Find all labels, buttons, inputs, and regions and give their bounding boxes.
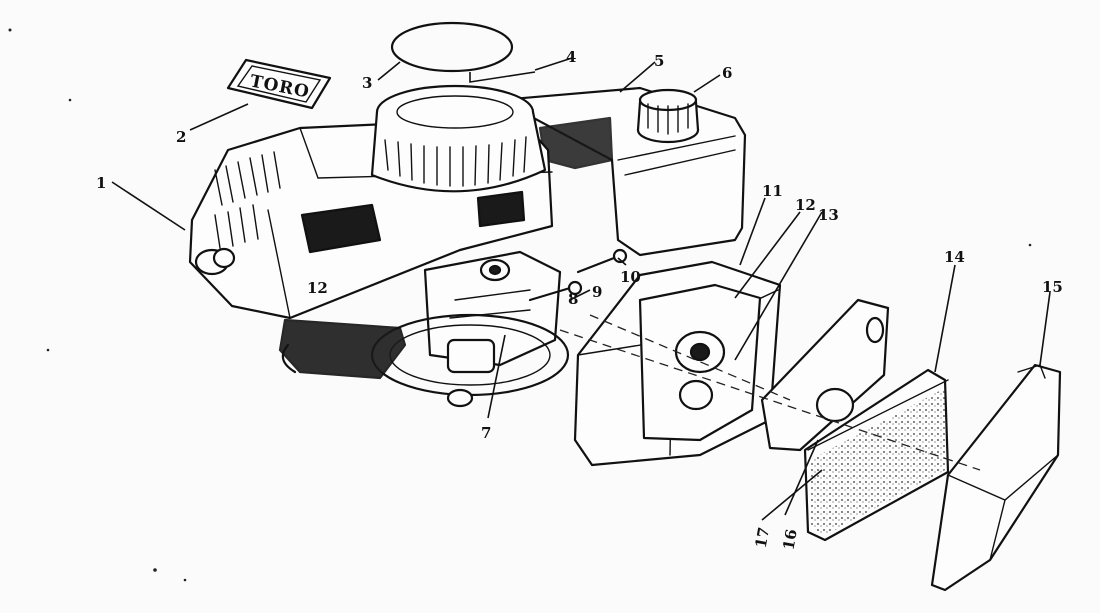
part-fuel-cap	[636, 88, 700, 144]
part-filter-element	[803, 368, 950, 542]
callout-8: 8	[568, 290, 578, 308]
part-gasket	[760, 298, 890, 452]
callout-1: 1	[96, 174, 106, 192]
callout-6: 6	[722, 64, 732, 82]
callout-7: 7	[481, 424, 491, 442]
part-screw-9	[528, 280, 583, 302]
part-recoil-starter	[370, 84, 547, 193]
callout-5: 5	[654, 52, 664, 70]
callout-17: 17	[752, 526, 773, 550]
callout-14: 14	[944, 248, 965, 266]
shroud-mark: 12	[307, 279, 328, 297]
part-ring-gasket	[390, 21, 514, 73]
callout-13: 13	[818, 206, 839, 224]
callout-12: 12	[795, 196, 816, 214]
callout-3: 3	[362, 74, 372, 92]
part-fuel-tank	[498, 86, 747, 257]
part-muffler	[278, 318, 407, 380]
part-carburetor	[423, 250, 562, 374]
callout-15: 15	[1042, 278, 1063, 296]
part-air-cleaner-base	[573, 260, 782, 467]
leader-lines	[111, 57, 1051, 521]
callout-11: 11	[762, 182, 783, 200]
part-screw-10	[576, 248, 628, 274]
callout-16: 16	[779, 528, 800, 552]
callout-10: 10	[620, 268, 641, 286]
callout-4: 4	[566, 48, 576, 66]
part-cover	[930, 363, 1062, 592]
callout-2: 2	[176, 128, 186, 146]
part-decal: TORO	[226, 58, 332, 110]
callout-9: 9	[592, 283, 602, 301]
